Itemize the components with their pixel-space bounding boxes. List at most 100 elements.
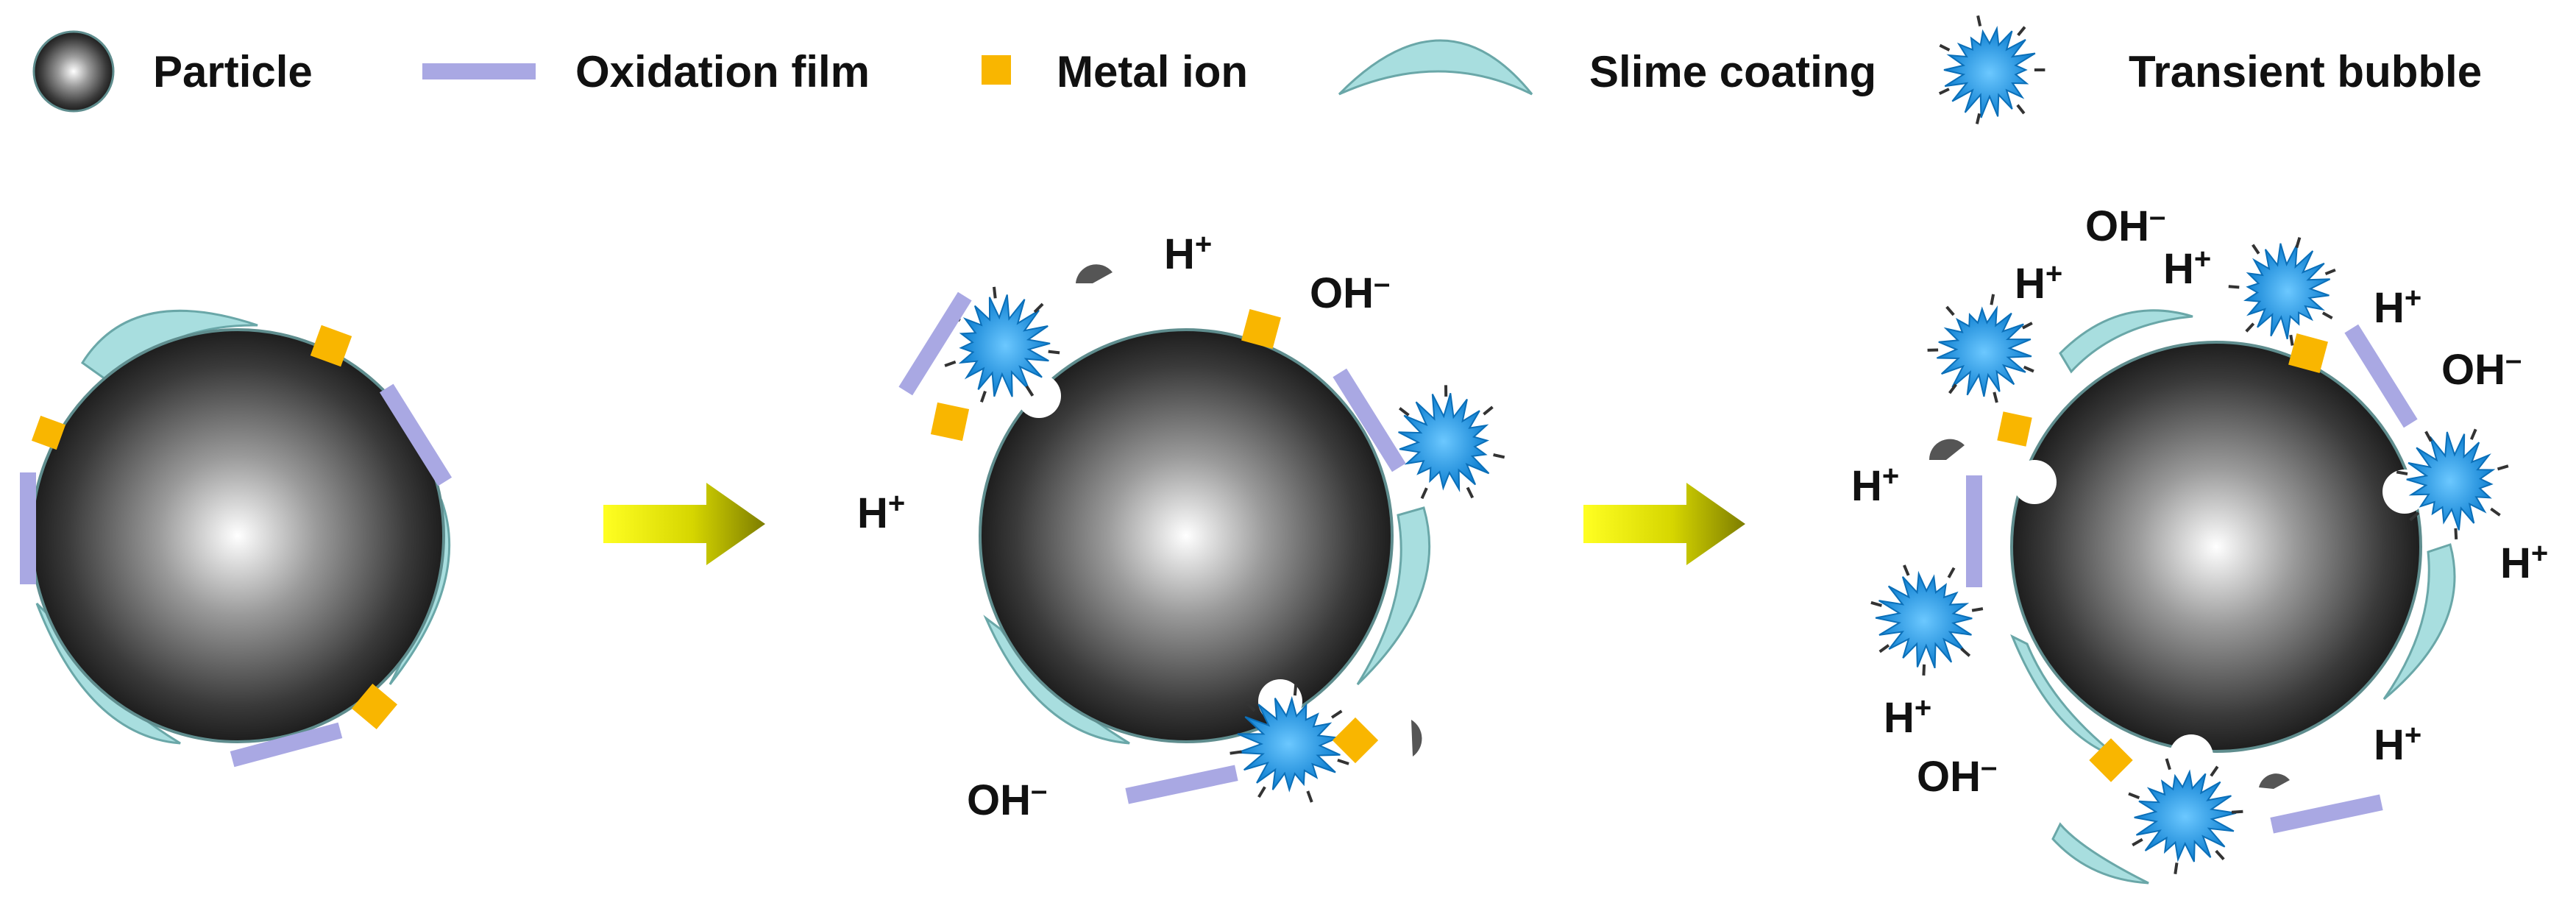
transient-bubble: [2229, 238, 2335, 346]
ion-label-h-plus: H+: [1884, 692, 1931, 742]
bubble-shard: [1978, 15, 1980, 26]
bubble-shard: [2253, 245, 2259, 254]
ion-label-h-plus: H+: [857, 487, 905, 537]
slime-coating-icon: [1339, 40, 1532, 94]
bubble-shard: [1422, 488, 1427, 498]
ion-label-h-plus: H+: [1851, 460, 1899, 510]
bubble-shard: [2326, 270, 2335, 274]
bubble-shard: [1972, 609, 1983, 611]
metal-ion: [1997, 411, 2032, 446]
bubble-shard: [2211, 767, 2218, 776]
oxidation-film: [1125, 765, 1238, 804]
bubble-shard: [2323, 313, 2332, 318]
bubble-shard: [1991, 294, 1993, 305]
bubble-shard: [1494, 455, 1505, 457]
bubble-shard: [2023, 323, 2032, 328]
bubble-body: [2135, 772, 2236, 862]
bubble-shard: [1399, 408, 1408, 416]
ion-label-oh-minus: OH–: [2441, 344, 2522, 394]
bubble-shard: [982, 392, 985, 403]
legend-item-oxidation-film: Oxidation film: [422, 47, 870, 96]
stage-initial: [20, 311, 452, 767]
ion-label-h-plus: H+: [1164, 228, 1212, 278]
legend-label-transient-bubble: Transient bubble: [2129, 47, 2482, 96]
particle-icon: [34, 32, 113, 111]
bubble-shard: [2175, 862, 2176, 874]
bubble-shard: [2498, 466, 2508, 469]
bubble-shard: [1947, 307, 1954, 315]
process-arrow: [603, 483, 765, 565]
metal-ion: [1333, 718, 1378, 763]
ion-label-h-plus: H+: [2015, 258, 2062, 308]
bubble-shard: [1049, 352, 1060, 353]
oxidation-film: [20, 472, 36, 584]
bubble-shard: [1332, 711, 1341, 718]
bubble-shard: [2491, 509, 2499, 515]
bubble-shard: [2132, 840, 2143, 846]
ion-label-h-plus: H+: [2374, 282, 2421, 332]
stage-bubble-formation: H+ OH– H+ OH–: [857, 228, 1505, 824]
legend-label-particle: Particle: [153, 47, 313, 96]
bubble-body: [1944, 29, 2035, 118]
cavity: [2012, 460, 2057, 504]
detached-fragment: [2259, 773, 2290, 789]
bubble-shard: [2472, 429, 2476, 439]
metal-ion: [931, 403, 969, 441]
detached-fragment: [1411, 720, 1422, 757]
legend-item-slime-coating: Slime coating: [1339, 40, 1876, 96]
metal-ion-icon: [982, 55, 1011, 85]
oxidation-film: [898, 292, 971, 396]
transient-bubble-icon: [1940, 15, 2045, 124]
bubble-shard: [1880, 645, 1889, 652]
bubble-shard: [1484, 407, 1493, 414]
bubble-shard: [1871, 603, 1882, 606]
bubble-body: [1937, 308, 2032, 397]
bubble-shard: [2129, 794, 2139, 798]
stage-cleaning: OH– H+ H+ H+ OH– H+ H+ H+ OH– H+: [1851, 200, 2548, 883]
legend-item-particle: Particle: [34, 32, 313, 111]
legend-label-metal-ion: Metal ion: [1057, 47, 1248, 96]
process-arrow: [1583, 483, 1745, 565]
bubble-shard: [1259, 787, 1265, 797]
detached-fragment: [1076, 264, 1113, 283]
ion-label-h-plus: H+: [2163, 243, 2211, 293]
ion-label-h-plus: H+: [2374, 719, 2421, 769]
bubble-shard: [1948, 568, 1954, 578]
bubble-shard: [2396, 472, 2408, 474]
bubble-shard: [1940, 46, 1949, 51]
transient-bubble: [1928, 294, 2034, 403]
bubble-shard: [945, 362, 956, 366]
bubble-shard: [2024, 367, 2034, 372]
ion-label-oh-minus: OH–: [1310, 267, 1390, 317]
ion-label-oh-minus: OH–: [1917, 751, 1997, 801]
oxidation-film: [1966, 475, 1982, 587]
bubble-body: [1399, 393, 1489, 489]
oxidation-film: [2270, 794, 2382, 833]
bubble-shard: [1295, 684, 1296, 695]
bubble-shard: [1923, 665, 1924, 676]
legend-label-oxidation-film: Oxidation film: [575, 47, 870, 96]
legend-label-slime-coating: Slime coating: [1589, 47, 1876, 96]
bubble-shard: [1468, 488, 1473, 498]
legend: Particle Oxidation film Metal ion Slime …: [34, 15, 2482, 124]
bubble-shard: [2426, 431, 2431, 441]
bubble-shard: [2229, 286, 2240, 287]
bubble-shard: [1338, 760, 1349, 764]
legend-item-transient-bubble: Transient bubble: [1940, 15, 2482, 124]
ion-label-oh-minus: OH–: [967, 774, 1047, 824]
oxidation-film-icon: [422, 63, 536, 79]
detached-fragment: [1929, 439, 1965, 460]
bubble-shard: [1307, 791, 1312, 802]
transient-bubble: [1389, 385, 1505, 498]
bubble-shard: [2167, 759, 2171, 770]
bubble-body: [1876, 574, 1972, 668]
bubble-shard: [2455, 528, 2456, 539]
slime-coating: [2053, 824, 2149, 883]
ion-label-oh-minus: OH–: [2085, 200, 2165, 250]
bubble-shard: [1230, 752, 1242, 754]
bubble-shard: [1994, 392, 1997, 403]
bubble-shard: [2246, 324, 2254, 332]
bubble-shard: [1904, 565, 1909, 575]
